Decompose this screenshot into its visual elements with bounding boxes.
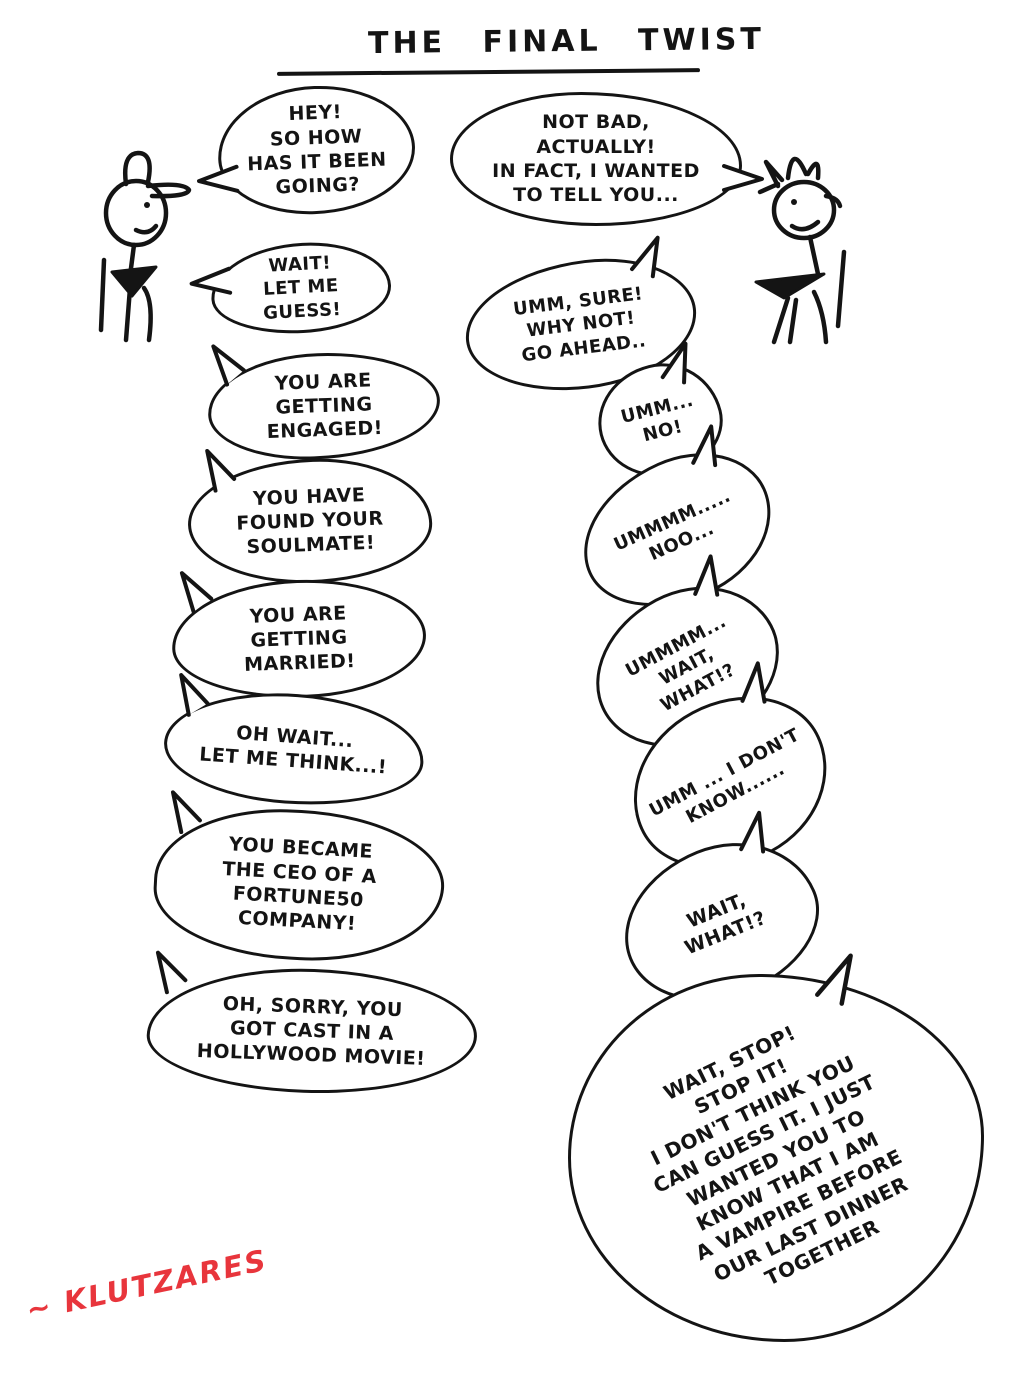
bubble-text: YOU ARE GETTING ENGAGED! bbox=[266, 368, 384, 444]
speech-bubble-left-8: OH, SORRY, YOU GOT CAST IN A HOLLYWOOD M… bbox=[144, 950, 480, 1099]
speech-bubble-right-3: UMM... NO! bbox=[586, 341, 734, 490]
speech-bubble-right-1: NOT BAD, ACTUALLY! IN FACT, I WANTED TO … bbox=[450, 92, 764, 226]
speech-bubble-left-5: YOU ARE GETTING MARRIED! bbox=[170, 571, 428, 703]
bubble-text: UMMMM..... NOO... bbox=[610, 485, 734, 566]
bubble-text: YOU ARE GETTING MARRIED! bbox=[243, 601, 356, 677]
bubble-text: UMM ... I DON'T KNOW...... bbox=[645, 724, 804, 828]
comic-title: THE FINAL TWIST bbox=[367, 21, 766, 62]
bubble-text: WAIT, STOP! STOP IT! I DON'T THINK YOU C… bbox=[646, 1020, 912, 1291]
speech-bubble-left-4: YOU HAVE FOUND YOUR SOULMATE! bbox=[185, 448, 435, 588]
speech-bubble-right-4: UMMMM..... NOO... bbox=[559, 424, 795, 635]
speech-bubble-left-7: YOU BECAME THE CEO OF A FORTUNE50 COMPAN… bbox=[150, 790, 448, 968]
speech-bubble-right-5: UMMMM... WAIT, WHAT!? bbox=[567, 554, 807, 778]
stick-figure-spiky-hair-icon bbox=[754, 156, 847, 345]
speech-bubble-left-6: OH WAIT... LET ME THINK...! bbox=[160, 673, 428, 813]
speech-bubble-right-6: UMM ... I DON'T KNOW...... bbox=[602, 661, 858, 902]
speech-bubble-left-2: WAIT! LET ME GUESS! bbox=[189, 238, 394, 338]
bubble-text: OH, SORRY, YOU GOT CAST IN A HOLLYWOOD M… bbox=[196, 992, 426, 1071]
bubble-text: WAIT, WHAT!? bbox=[681, 888, 770, 960]
speech-bubble-right-7: WAIT, WHAT!? bbox=[601, 810, 841, 1029]
speech-bubble-left-1: HEY! SO HOW HAS IT BEEN GOING? bbox=[197, 82, 418, 218]
speech-bubble-final-twist: WAIT, STOP! STOP IT! I DON'T THINK YOU C… bbox=[568, 953, 984, 1342]
bubble-text: UMM, SURE! WHY NOT! GO AHEAD.. bbox=[512, 283, 648, 366]
bubble-text: YOU HAVE FOUND YOUR SOULMATE! bbox=[236, 483, 384, 559]
bubble-text: NOT BAD, ACTUALLY! IN FACT, I WANTED TO … bbox=[492, 111, 700, 207]
bubble-text: HEY! SO HOW HAS IT BEEN GOING? bbox=[246, 101, 387, 199]
speech-bubble-left-3: YOU ARE GETTING ENGAGED! bbox=[206, 344, 442, 464]
title-underline bbox=[276, 68, 701, 76]
speech-bubble-right-2: UMM, SURE! WHY NOT! GO AHEAD.. bbox=[458, 235, 704, 403]
bubble-text: WAIT! LET ME GUESS! bbox=[262, 252, 342, 324]
stick-figure-boy-with-cap-icon bbox=[98, 150, 192, 343]
artist-signature: ~ KLUTZARES bbox=[23, 1242, 271, 1328]
bubble-text: OH WAIT... LET ME THINK...! bbox=[198, 721, 388, 779]
bubble-text: YOU BECAME THE CEO OF A FORTUNE50 COMPAN… bbox=[221, 833, 378, 936]
